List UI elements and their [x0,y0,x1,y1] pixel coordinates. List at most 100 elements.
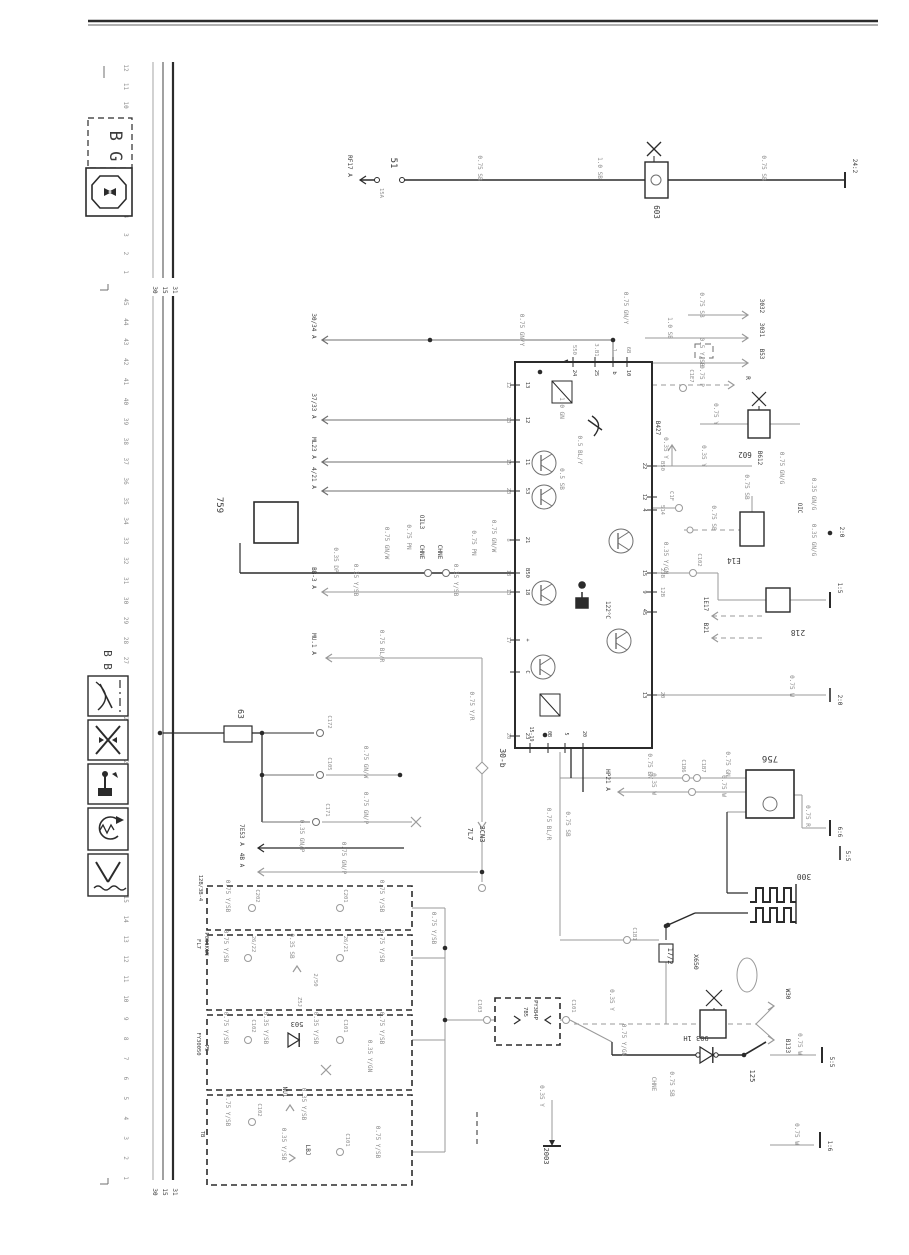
ruler-number: 4 [122,1116,129,1120]
legend-bg-letters: B G [105,131,125,162]
junction-dot [397,772,403,778]
ruler-number: 7 [122,1057,129,1061]
ruler-number: 13 [122,935,129,943]
wire-label: 0.75 GN/G [778,452,785,485]
ruler-number: 44 [122,318,129,326]
legend-level-box [87,853,129,897]
connector-circle [478,884,486,892]
page-ref-label: ML23 A [310,437,317,459]
ecu-pin-number: 24 [571,370,577,377]
connector-label: C1B6 [680,759,686,772]
ecu-pin-outer: 12 [505,382,511,389]
splice-diamond [475,761,489,775]
wire-label: 0.35 Y/SB [312,1012,319,1045]
junction-label: 3CN3 [478,826,486,843]
connector-label: C102 [256,1103,262,1116]
wire-label: 0.35 DP [332,547,339,573]
ref-arrow [513,1015,522,1025]
ruler-number: 2 [122,1156,129,1160]
ruler-number: 11 [122,83,129,91]
variant-box-3-label: FY30050 [195,1032,201,1055]
connector-circle [244,1036,252,1044]
ecu-transistor-icon [531,450,557,476]
wire-label: 1.0 SB [596,157,603,179]
wire-label: 0.75 W [788,675,795,697]
page-ref-label: B427 [654,421,661,436]
ecu-transistor-icon [539,668,552,677]
component-602-label: 602 [738,450,752,459]
ruler-number: 8 [122,1037,129,1041]
wire-label: 0.75 Y [712,403,719,425]
wire-label: 0.75 Y/SB [430,912,437,945]
ref-arrow [477,821,487,830]
connector-circle [399,177,405,183]
ruler-number: 11 [122,975,129,983]
variant-box-2 [206,934,413,1011]
page-ref-label: B21 [702,623,709,634]
component-e14-box [739,511,765,547]
ecu-transistor-icon [617,542,630,551]
ecu-pin-outer: 18 [505,570,511,577]
ecu-pin-number: 12 [524,417,530,424]
connector-circle [762,796,778,812]
ecu-pin-outer: 13 [505,417,511,424]
component-602-box [747,409,771,439]
junction-label: 7L7 [466,828,474,841]
component-218-box [765,587,791,613]
ref-arrow [741,310,750,320]
wire-label: 0.5 Y/SB [698,338,705,367]
bus-label: 15 [161,1188,168,1196]
wire-label: 0.75 PN [405,524,412,550]
ref-arrow [320,415,329,425]
ecu-wiper-icon [587,415,603,437]
component-250-label: 2/50 [312,973,318,986]
ruler-number: 35 [122,497,129,505]
ecu-pin-outer: 23B [659,568,665,579]
ecu-pin-outer: 20 [505,733,511,740]
wire-label: 1.0 SB [666,317,673,339]
ruler-number: 30 [122,597,129,605]
ecu-pin-number: b [611,371,617,374]
connector-circle [336,954,344,962]
fuse-63-label: 63 [236,709,245,719]
rotation-resistor-icon-resistor [99,823,115,835]
connector-label: C1B1 [631,927,637,940]
wire [743,1041,767,1056]
ruler-number: 9 [122,1017,129,1021]
wire-label: 0.35 Y/SB [352,564,359,597]
ground-label: 6:6 [836,827,843,838]
ref-arrow [324,653,333,663]
wire-label: 0.35 Y/GN [366,1040,373,1073]
ecu-pin-outer: 15 [505,459,511,466]
ruler-number: 15 [122,896,129,904]
connector-label: C171 [324,803,330,816]
signal-label: CHNE [436,545,443,560]
ecu-box [514,361,653,749]
octagon-sensor-icon [91,175,127,209]
diode-903 [699,1045,714,1065]
wire-label: 0.75 SB [668,1071,675,1097]
ecu-pin-number: 5 [563,732,569,735]
connector-circle [442,569,450,577]
connector-label: C1F [668,491,674,501]
wire-label: 0.35 W [650,773,657,795]
variant-center-label: PY3B4P [532,1000,538,1021]
wire-label: 0.75 BN [646,753,653,779]
ground-label: 1:6 [826,1141,833,1152]
wiper-control-icon [98,788,112,796]
connector-label: C103 [476,999,482,1012]
rotation-resistor-icon [98,816,119,840]
ecu-pin-number: 21 [524,537,530,544]
ruler-number: 33 [122,537,129,545]
connector-circle [688,788,696,796]
ecu-transistor-icon [615,642,628,651]
component-218-label: 218 [791,628,806,637]
junction-dot [259,730,265,736]
ecu-pin-number: 10 [625,370,631,377]
wire-label: 0.35 Y/SB [452,564,459,597]
wire-label: 0.75 GN/P [362,792,369,825]
page-ref-label: 7E53 A [238,824,245,846]
page-ref-label: 4B A [238,853,245,868]
